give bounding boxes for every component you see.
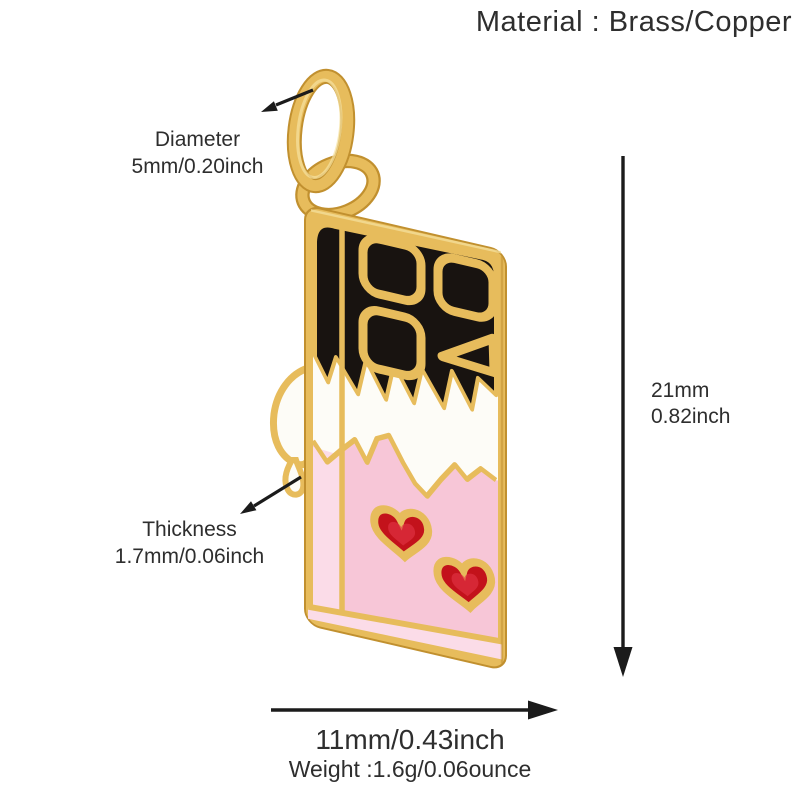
thickness-label: Thickness [142, 518, 237, 541]
melt-edge-line [311, 432, 498, 499]
left-face-strip [313, 446, 340, 616]
thickness-annotation: Thickness 1.7mm/0.06inch [102, 516, 277, 570]
heart-icon [433, 556, 496, 614]
width-arrow [271, 700, 558, 720]
diameter-annotation: Diameter 5mm/0.20inch [110, 126, 285, 180]
diameter-label: Diameter [154, 128, 241, 151]
chocolate-squares [358, 234, 499, 381]
measurement-annotations [240, 88, 633, 720]
thickness-value: 1.7mm/0.06inch [114, 545, 265, 568]
diameter-value: 5mm/0.20inch [131, 155, 264, 178]
jump-ring-icon [286, 68, 356, 194]
height-inch: 0.82inch [651, 405, 731, 428]
bottom-edge-line [307, 603, 503, 645]
width-annotation: 11mm/0.43inch [315, 724, 505, 755]
height-arrow [613, 156, 633, 677]
height-annotation: 21mm 0.82inch [651, 378, 730, 430]
chocolate-bar-charm [304, 207, 507, 669]
thickness-arrow [240, 475, 302, 514]
diameter-arrow [261, 88, 314, 112]
heart-icon [370, 505, 433, 563]
weight-annotation: Weight :1.6g/0.06ounce [288, 756, 532, 782]
material-label: Material : Brass/Copper [475, 6, 792, 38]
bottom-face-strip [308, 606, 502, 660]
height-mm: 21mm [651, 379, 710, 402]
